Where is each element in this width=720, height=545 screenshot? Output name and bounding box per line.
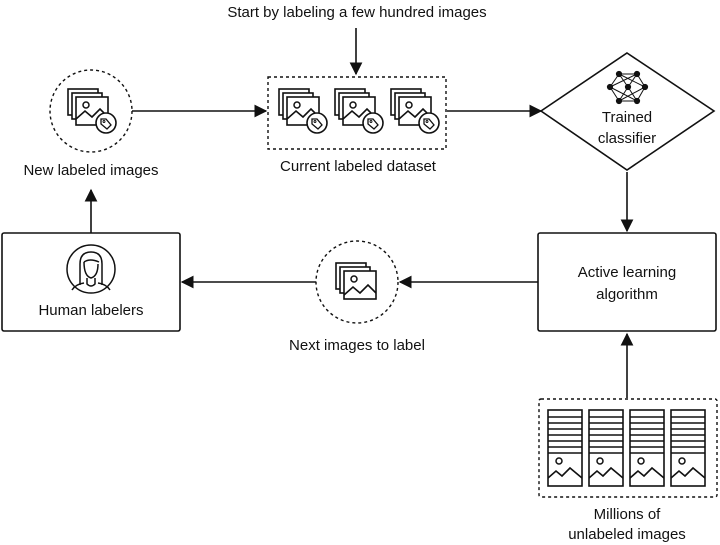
image-document-icon: [670, 409, 706, 487]
current-dataset-label: Current labeled dataset: [280, 158, 436, 175]
human-labelers-node: [1, 232, 181, 332]
human-labelers-label: Human labelers: [38, 302, 144, 319]
image-stack-icon: [335, 262, 377, 300]
image-document-icon: [629, 409, 665, 487]
trained-classifier-node: [539, 52, 716, 171]
unlabeled-label-line1: Millions of: [593, 506, 661, 523]
unlabeled-label-line2: unlabeled images: [568, 526, 686, 543]
classifier-label-line1: Trained: [601, 109, 653, 126]
active-learning-label-line2: algorithm: [596, 286, 658, 303]
classifier-label-line2: classifier: [597, 130, 657, 147]
new-labeled-images-label: New labeled images: [23, 162, 159, 179]
image-document-icon: [588, 409, 624, 487]
start-label: Start by labeling a few hundred images: [227, 4, 487, 21]
active-learning-label-line1: Active learning: [577, 264, 677, 281]
active-learning-node: [537, 232, 717, 332]
next-images-label: Next images to label: [289, 337, 425, 354]
person-icon: [66, 244, 116, 294]
image-document-icon: [547, 409, 583, 487]
neural-network-icon: [606, 70, 649, 105]
